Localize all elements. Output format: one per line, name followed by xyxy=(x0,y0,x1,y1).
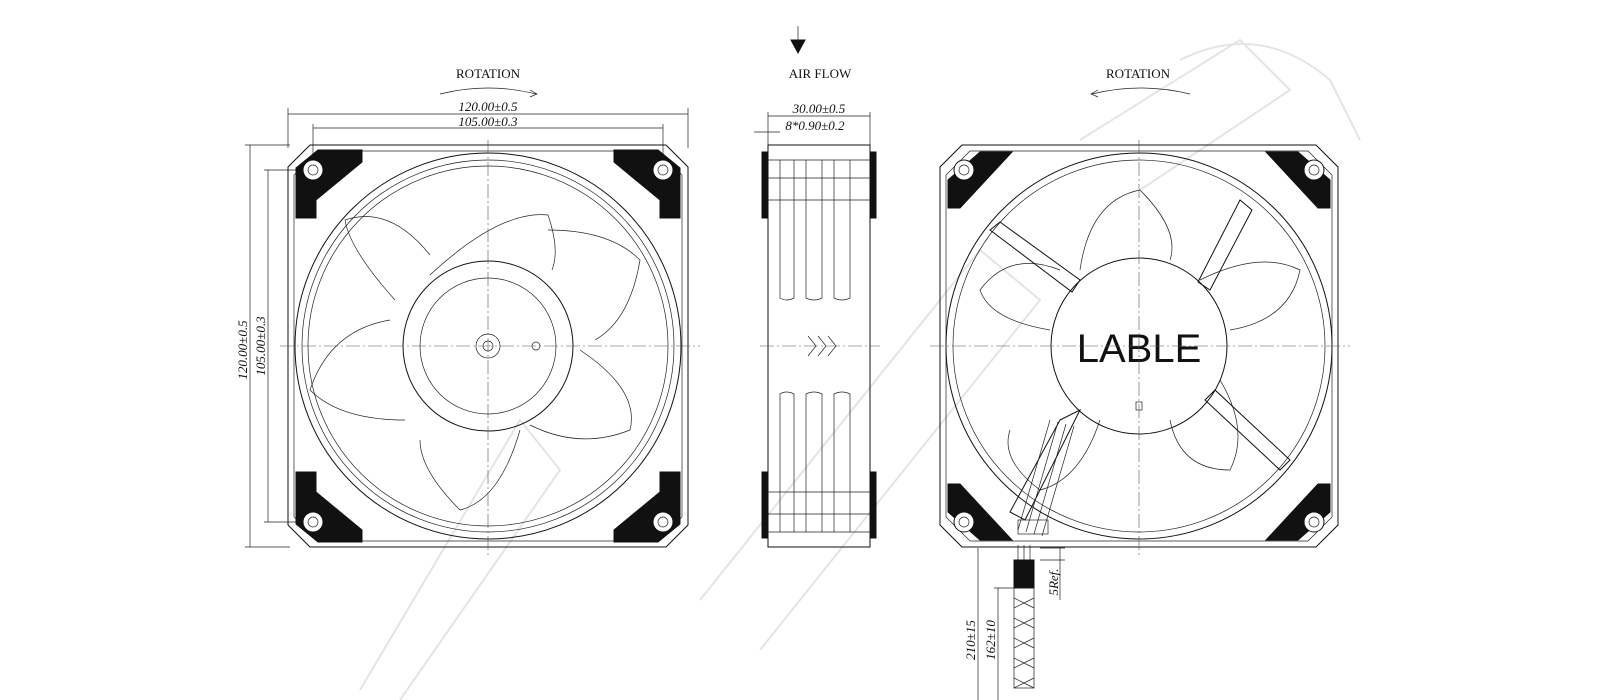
fan-frame xyxy=(287,144,689,548)
watermark xyxy=(359,38,1361,700)
fan-blades xyxy=(309,214,641,511)
corner-pad xyxy=(947,483,1014,541)
dim-hole-spacing-v: 105.00±0.3 xyxy=(253,316,268,376)
dim-cable-total: 210±15 xyxy=(963,620,978,660)
air-flow-label: AIR FLOW xyxy=(789,66,852,81)
airflow-arrow xyxy=(790,39,806,55)
corner-pad xyxy=(295,149,363,219)
dim-outer-height: 120.00±0.5 xyxy=(235,320,250,380)
side-view: AIR FLOW 30.00±0.5 8*0.90±0.2 xyxy=(754,26,880,548)
rotation-arrow-right xyxy=(1091,87,1191,95)
dim-cable-sleeve: 162±10 xyxy=(983,620,998,660)
corner-pad xyxy=(1264,151,1331,209)
back-view: ROTATION LABLE xyxy=(930,66,1350,555)
front-view: ROTATION 120.00±0.5 105.00±0.3 120.00±0.… xyxy=(235,66,700,555)
cable-wires xyxy=(1017,419,1075,537)
dim-cable-lead: 5Ref. xyxy=(1046,568,1061,595)
rotation-label-right: ROTATION xyxy=(1106,66,1171,81)
dim-rib: 8*0.90±0.2 xyxy=(785,118,845,133)
side-ribs xyxy=(768,159,870,533)
rotation-label-left: ROTATION xyxy=(456,66,521,81)
dim-depth: 30.00±0.5 xyxy=(792,101,846,116)
corner-pad xyxy=(1264,483,1331,541)
rotation-arrow-left xyxy=(439,87,537,95)
cable-sleeve-head xyxy=(1013,559,1035,589)
cable-assembly: 5Ref. 210±15 162±10 xyxy=(963,545,1065,700)
dim-outer-width: 120.00±0.5 xyxy=(458,99,518,114)
corner-pad xyxy=(613,149,681,219)
back-struts xyxy=(989,199,1291,521)
dim-hole-spacing: 105.00±0.3 xyxy=(458,114,518,129)
corner-pad xyxy=(947,151,1014,209)
back-frame xyxy=(939,144,1339,548)
cable-braid-pattern xyxy=(1013,597,1035,689)
